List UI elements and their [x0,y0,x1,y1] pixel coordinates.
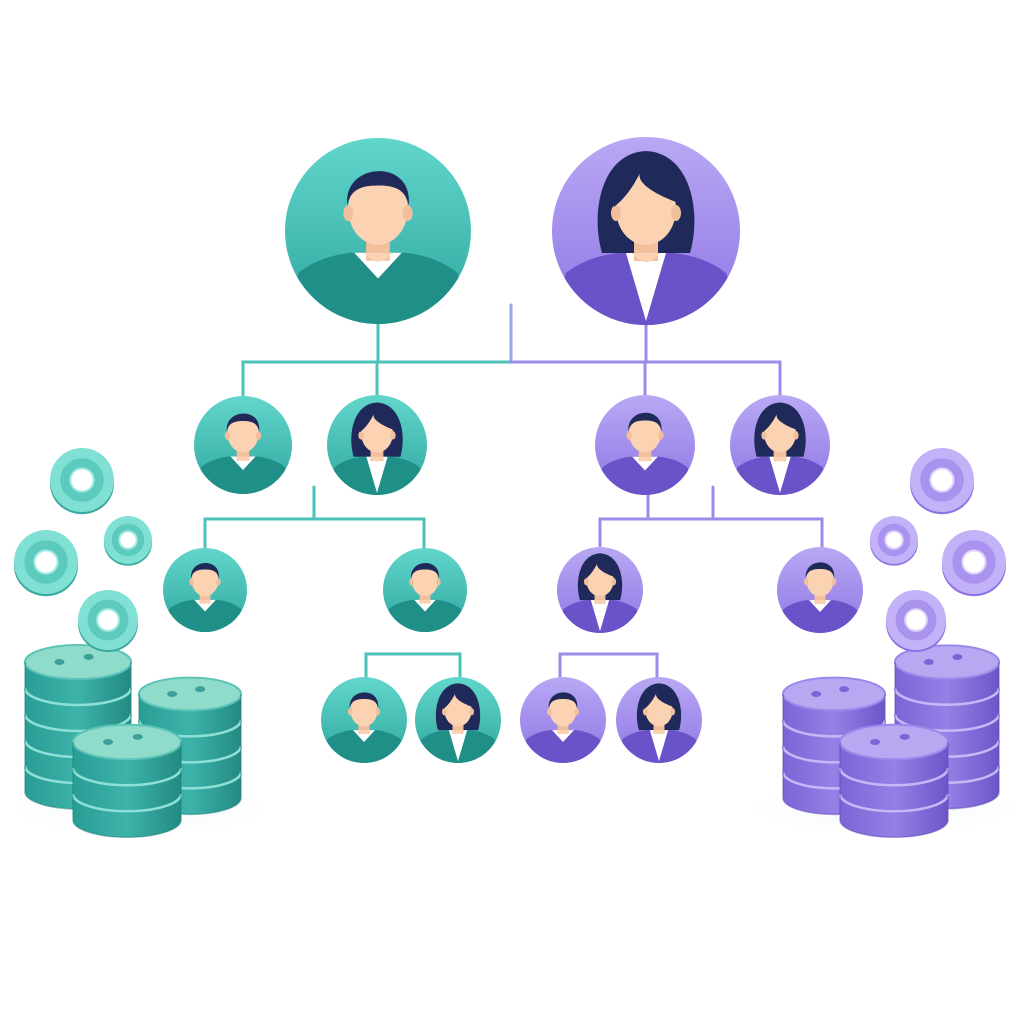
person-avatar-icon [383,562,467,632]
person-avatar-icon [163,562,247,632]
person-avatar-icon [595,412,695,495]
level3-teal-bar [364,652,462,679]
person-avatar-icon [730,402,830,495]
person-avatar-icon [327,402,427,495]
avatar-root-man [285,138,471,324]
level2-purple-bar [598,517,824,549]
coin-icon [942,530,1006,597]
person-avatar-icon [321,692,407,763]
person-avatar-icon [415,683,501,763]
avatar-l1-purple-man [595,395,695,495]
coin-icon [50,448,114,515]
level1-purple-bar [509,360,782,397]
person-avatar-icon [552,151,740,325]
avatar-l1-purple-woman [730,395,830,495]
left-coins-group [14,448,152,653]
level3-purple-bar [558,652,659,679]
level2-teal-bar [203,517,426,550]
avatar-l3-teal-woman [415,677,501,763]
person-avatar-icon [777,562,863,633]
coin-icon [14,530,78,597]
avatar-nodes [163,137,863,763]
right-database-group [781,644,1001,839]
avatar-l2-purple-man [777,547,863,633]
person-avatar-icon [194,413,292,494]
avatar-l3-purple-man [520,677,606,763]
level1-teal-bar [241,360,513,398]
avatar-root-woman [552,137,740,325]
avatar-l2-purple-woman [557,547,643,633]
left-database-group [23,644,243,839]
avatar-l1-teal-man [194,396,292,494]
tree-connectors [203,303,824,679]
coin-icon [870,516,918,566]
database-stack-icon-right-front [838,723,950,839]
coin-icon [886,590,946,653]
coin-icon [910,448,974,515]
coin-icon [104,516,152,566]
person-avatar-icon [557,553,643,633]
coin-icon [78,590,138,653]
database-stack-icon-left-front [71,723,183,839]
person-avatar-icon [616,683,702,763]
person-avatar-icon [520,692,606,763]
avatar-l3-teal-man [321,677,407,763]
avatar-l2-teal-man-a [163,548,247,632]
right-coins-group [870,448,1006,653]
person-avatar-icon [285,171,471,324]
avatar-l2-teal-man-b [383,548,467,632]
avatar-l3-purple-woman [616,677,702,763]
avatar-l1-teal-woman [327,395,427,495]
